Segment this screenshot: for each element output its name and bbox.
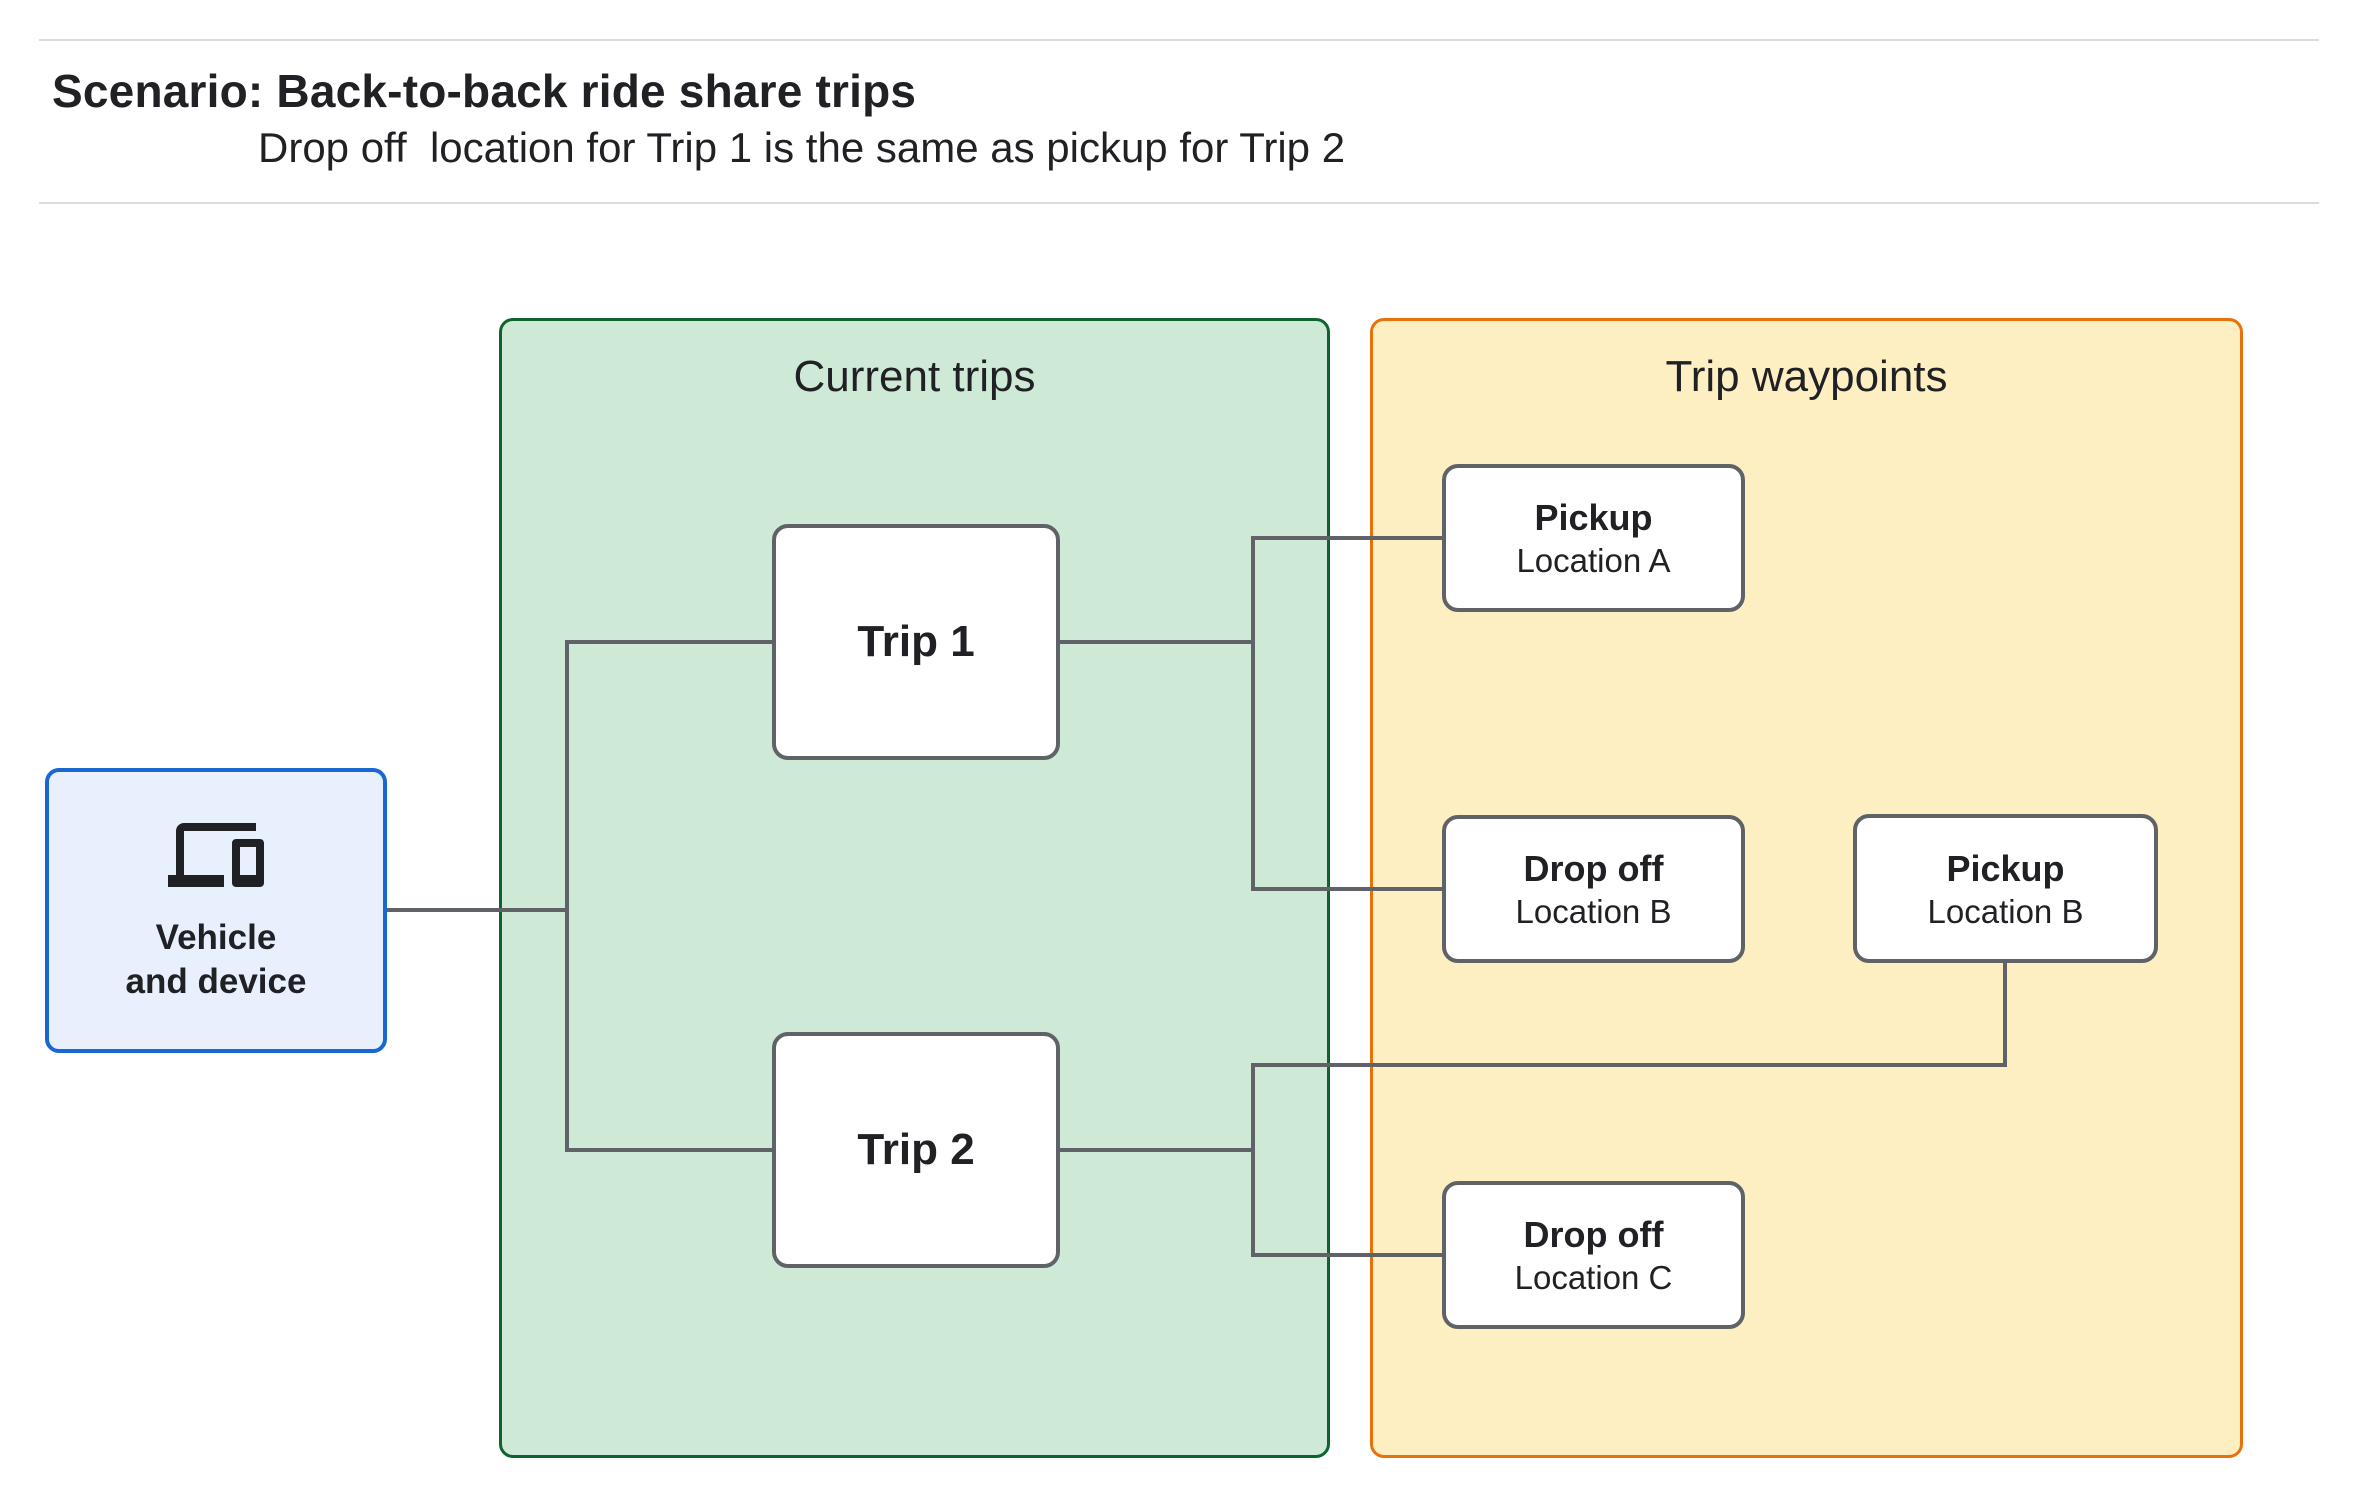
connector-to-pickup-b [1253, 1063, 2007, 1067]
vehicle-label-line1: Vehicle [155, 918, 277, 957]
connector-junction-vertical-left [565, 640, 569, 1152]
vehicle-node-label: Vehicle and device [126, 916, 307, 1004]
pickup-a-node: Pickup Location A [1442, 464, 1745, 612]
page-title: Scenario: Back-to-back ride share trips [52, 65, 917, 117]
connector-junction-to-trip1 [567, 640, 772, 644]
connector-to-pickup-a [1253, 536, 1442, 540]
pickup-b-node: Pickup Location B [1853, 814, 2158, 963]
trip2-node: Trip 2 [772, 1032, 1060, 1268]
dropoff-b-subtitle: Location B [1515, 893, 1672, 930]
connector-to-dropoff-c [1253, 1253, 1442, 1257]
top-divider [39, 39, 2319, 41]
connector-trip2-out [1060, 1148, 1255, 1152]
devices-icon [168, 800, 264, 910]
vehicle-label-line2: and device [125, 962, 307, 1001]
pickup-a-subtitle: Location A [1516, 542, 1671, 579]
pickup-a-title: Pickup [1534, 497, 1653, 538]
page-subtitle: Drop off location for Trip 1 is the same… [258, 124, 1346, 171]
dropoff-c-node: Drop off Location C [1442, 1181, 1745, 1329]
trip1-label: Trip 1 [857, 617, 975, 666]
dropoff-b-title: Drop off [1523, 848, 1664, 889]
header-divider [39, 202, 2319, 204]
dropoff-b-node: Drop off Location B [1442, 815, 1745, 963]
dropoff-c-subtitle: Location C [1514, 1259, 1673, 1296]
pickup-b-title: Pickup [1946, 847, 2065, 889]
trip1-node: Trip 1 [772, 524, 1060, 760]
connector-trip1-out [1060, 640, 1255, 644]
connector-to-dropoff-b [1253, 887, 1442, 891]
connector-pickup-b-stem [2003, 963, 2007, 1067]
connector-junction-to-trip2 [567, 1148, 772, 1152]
trip2-label: Trip 2 [857, 1125, 975, 1174]
connector-trip2-vertical [1251, 1063, 1255, 1257]
panel-trip-waypoints-label: Trip waypoints [1665, 352, 1948, 401]
panel-current-trips-label: Current trips [793, 352, 1036, 401]
dropoff-c-title: Drop off [1523, 1214, 1664, 1255]
vehicle-node: Vehicle and device [45, 768, 387, 1053]
connector-vehicle-to-junction [387, 908, 569, 912]
connector-trip1-vertical [1251, 536, 1255, 891]
pickup-b-subtitle: Location B [1927, 892, 2084, 930]
panel-current-trips [499, 318, 1330, 1458]
